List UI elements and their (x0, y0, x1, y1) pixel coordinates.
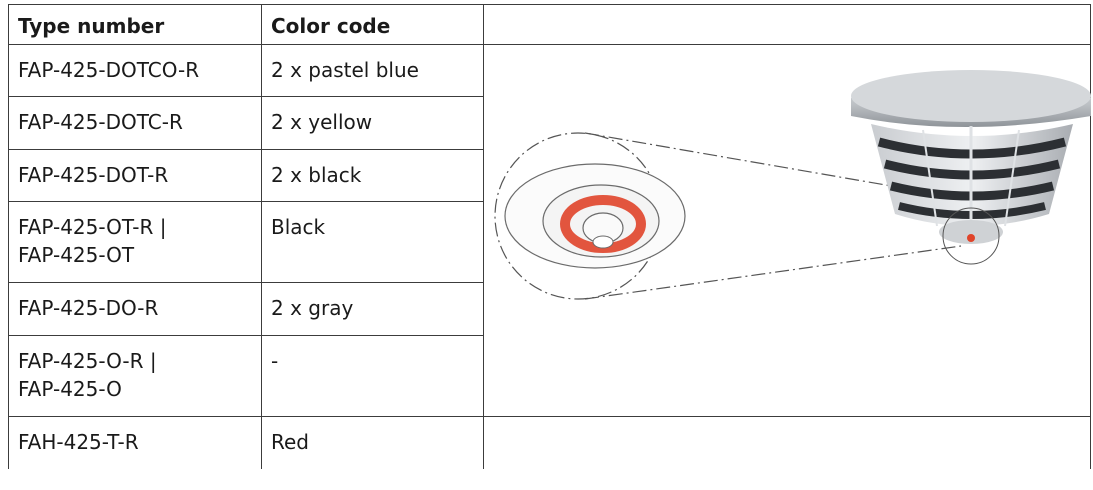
table-row: FAP-425-DOT-R 2 x black (8, 148, 1091, 203)
table-header-row: Type number Color code (8, 4, 1091, 45)
header-figure (483, 4, 1091, 45)
header-color-code: Color code (261, 4, 484, 45)
color-code-cell: - (261, 334, 484, 418)
zoom-line-bottom (584, 245, 962, 300)
header-type-number: Type number (8, 4, 262, 45)
table-row: FAP-425-DOTC-R 2 x yellow (8, 96, 1091, 150)
detector-icon (851, 70, 1091, 265)
color-code-cell: 2 x gray (261, 282, 484, 336)
type-number-cell: FAP-425-O-R | FAP-425-O (8, 334, 262, 418)
table-row: FAP-425-OT-R | FAP-425-OT Black (8, 201, 1091, 284)
type-color-table: Type number Color code FAP-425-DOTCO-R 2… (8, 4, 1091, 469)
table-row: FAP-425-DOTCO-R 2 x pastel blue (8, 43, 1091, 417)
type-number-cell: FAH-425-T-R (8, 416, 262, 469)
table-row: FAH-425-T-R Red (8, 416, 1091, 469)
color-code-cell: Red (261, 416, 484, 469)
type-number-cell: FAP-425-DOTCO-R (8, 43, 262, 98)
color-code-cell: Black (261, 201, 484, 284)
color-code-cell: 2 x yellow (261, 96, 484, 150)
color-code-cell: 2 x black (261, 148, 484, 203)
detector-marker-dot (967, 234, 975, 242)
magnified-tip (592, 235, 614, 249)
color-code-cell: 2 x pastel blue (261, 43, 484, 98)
table-row: FAP-425-O-R | FAP-425-O - (8, 334, 1091, 418)
type-number-cell: FAP-425-OT-R | FAP-425-OT (8, 201, 262, 284)
type-number-cell: FAP-425-DOTC-R (8, 96, 262, 150)
smoke-detector-color-code-illustration (494, 70, 1091, 300)
table-row: FAP-425-DO-R 2 x gray (8, 282, 1091, 336)
empty-cell (483, 416, 1091, 469)
type-number-cell: FAP-425-DO-R (8, 282, 262, 336)
type-number-cell: FAP-425-DOT-R (8, 148, 262, 203)
detector-figure-cell (483, 44, 1091, 417)
